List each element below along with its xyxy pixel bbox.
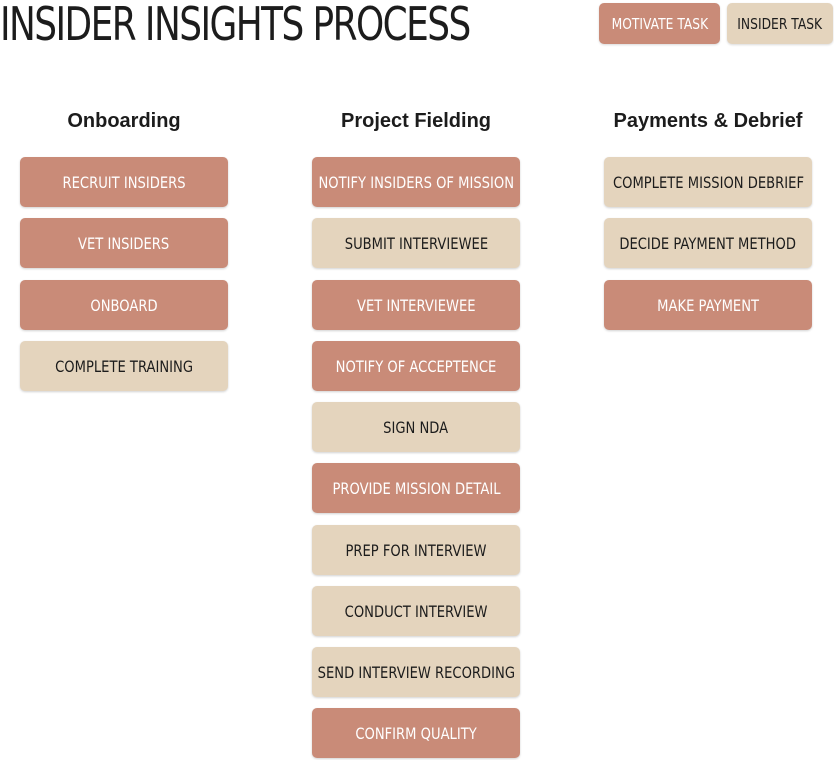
task-motivate: ONBOARD [20,280,228,330]
task-label: PROVIDE MISSION DETAIL [331,478,501,498]
task-insider: PREP FOR INTERVIEW [312,525,520,575]
column-heading-project-fielding: Project Fielding [340,110,492,132]
page-title: INSIDER INSIGHTS PROCESS [0,0,471,51]
task-motivate: NOTIFY INSIDERS OF MISSION [312,157,520,207]
task-motivate: MAKE PAYMENT [604,280,812,330]
task-label: ONBOARD [90,295,158,315]
task-motivate: VET INSIDERS [20,218,228,268]
legend-motivate-task: MOTIVATE TASK [599,3,720,44]
task-label: CONFIRM QUALITY [355,723,477,743]
task-insider: SEND INTERVIEW RECORDING [312,647,520,697]
task-motivate: PROVIDE MISSION DETAIL [312,463,520,513]
task-label: DECIDE PAYMENT METHOD [619,233,797,253]
task-insider: DECIDE PAYMENT METHOD [604,218,812,268]
column-heading-payments-debrief: Payments & Debrief [613,110,803,132]
task-motivate: CONFIRM QUALITY [312,708,520,758]
task-label: SIGN NDA [383,417,449,437]
task-label: COMPLETE MISSION DEBRIEF [612,172,804,192]
task-label: RECRUIT INSIDERS [62,172,186,192]
task-label: VET INSIDERS [78,233,170,253]
task-motivate: VET INTERVIEWEE [312,280,520,330]
task-label: COMPLETE TRAINING [55,356,193,376]
task-insider: SUBMIT INTERVIEWEE [312,218,520,268]
task-insider: SIGN NDA [312,402,520,452]
task-insider: COMPLETE MISSION DEBRIEF [604,157,812,207]
task-label: VET INTERVIEWEE [356,295,476,315]
task-motivate: RECRUIT INSIDERS [20,157,228,207]
legend-insider-task: INSIDER TASK [727,3,833,44]
task-label: CONDUCT INTERVIEW [344,601,488,621]
task-label: NOTIFY OF ACCEPTENCE [335,356,497,376]
legend-insider-label: INSIDER TASK [737,14,823,33]
task-insider: COMPLETE TRAINING [20,341,228,391]
task-label: PREP FOR INTERVIEW [345,540,487,560]
column-heading-onboarding: Onboarding [67,110,181,132]
task-label: NOTIFY INSIDERS OF MISSION [318,172,514,192]
task-label: MAKE PAYMENT [657,295,759,315]
task-motivate: NOTIFY OF ACCEPTENCE [312,341,520,391]
task-label: SUBMIT INTERVIEWEE [344,233,488,253]
task-label: SEND INTERVIEW RECORDING [317,662,515,682]
legend-motivate-label: MOTIVATE TASK [611,14,708,33]
task-insider: CONDUCT INTERVIEW [312,586,520,636]
